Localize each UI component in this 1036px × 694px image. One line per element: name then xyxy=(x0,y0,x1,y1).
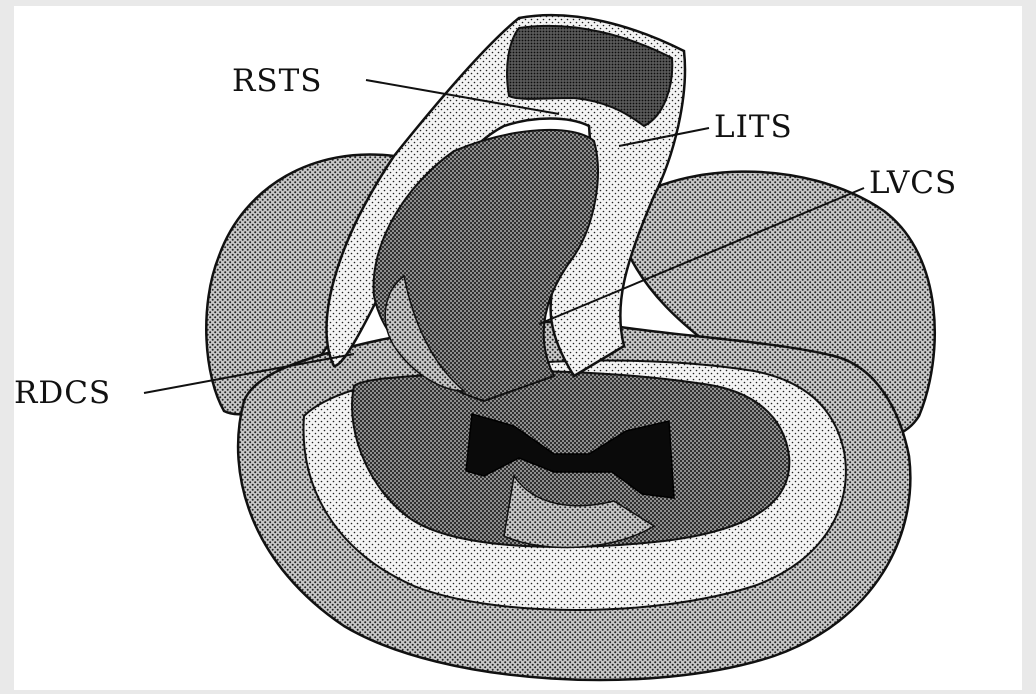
label-lvcs: LVCS xyxy=(869,168,957,199)
heart-tube-illustration xyxy=(14,6,1022,690)
label-lits: LITS xyxy=(714,112,793,143)
label-rsts: RSTS xyxy=(232,66,323,97)
label-rdcs: RDCS xyxy=(14,378,111,409)
diagram-canvas: RSTS LITS LVCS RDCS xyxy=(14,6,1022,690)
